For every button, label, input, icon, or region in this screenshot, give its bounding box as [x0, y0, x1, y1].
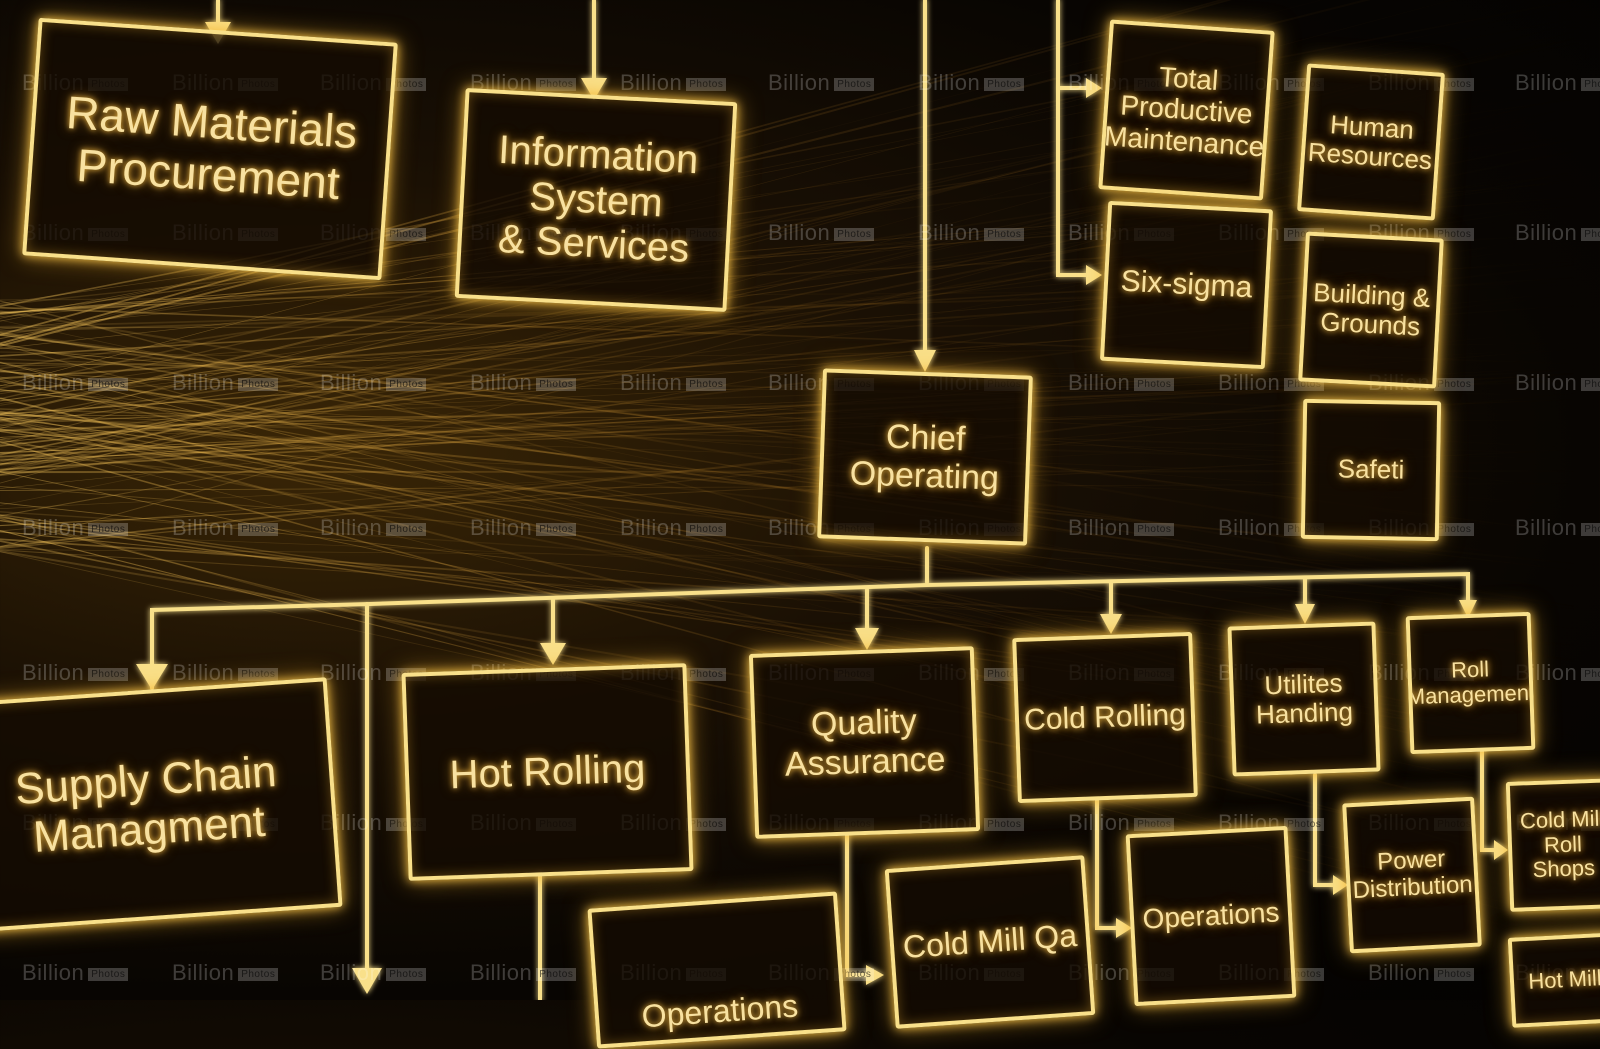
node-supply-chain-managment: Supply Chain Managment: [0, 677, 343, 933]
light-streak: [0, 343, 1600, 612]
light-streak: [0, 380, 1600, 668]
node-human-resources: Human Resources: [1297, 63, 1445, 221]
node-cold-rolling: Cold Rolling: [1012, 631, 1198, 804]
arrowhead: [581, 78, 607, 100]
light-streak: [0, 511, 1600, 616]
node-raw-materials-procurement: Raw Materials Procurement: [22, 17, 398, 281]
light-streak: [0, 384, 1600, 395]
node-building-grounds: Building & Grounds: [1298, 231, 1444, 389]
light-streak: [0, 370, 1600, 466]
node-hot-rolling: Hot Rolling: [401, 663, 694, 881]
connector-line: [1313, 773, 1340, 887]
light-streak: [0, 451, 1600, 598]
connector-line: [1056, 0, 1092, 277]
node-operations-bottom: Operations: [587, 891, 847, 1049]
node-quality-assurance: Quality Assurance: [748, 646, 981, 839]
connector-line: [1095, 798, 1124, 930]
light-streak: [0, 194, 1600, 315]
connector-line: [150, 571, 1470, 690]
node-chief-operating: Chief Operating: [817, 368, 1033, 546]
connector-line: [845, 833, 874, 977]
arrowhead: [1086, 78, 1102, 98]
arrowhead: [855, 628, 879, 650]
arrowhead: [1494, 840, 1508, 860]
node-safeti: Safeti: [1300, 398, 1442, 542]
node-information-system-services: Information System & Services: [454, 88, 738, 312]
node-hot-mill: Hot Mill: [1507, 932, 1600, 1028]
node-roll-management: Roll Management: [1405, 611, 1536, 755]
node-total-productive-maintenance: Total Productive Maintenance: [1098, 19, 1275, 201]
light-streak: [0, 428, 1600, 613]
arrowhead: [1333, 875, 1348, 895]
arrowhead: [1459, 600, 1477, 618]
arrowhead: [914, 350, 936, 372]
arrowhead: [1116, 918, 1132, 938]
arrowhead: [352, 968, 382, 994]
light-streak: [0, 410, 1600, 594]
light-streak: [0, 0, 1323, 345]
arrowhead: [1295, 604, 1315, 624]
node-power-distribution: Power Distribution: [1342, 796, 1482, 954]
light-streak: [0, 0, 1454, 387]
node-six-sigma: Six-sigma: [1099, 200, 1274, 370]
arrowhead: [1100, 614, 1122, 634]
light-streak: [0, 411, 1600, 567]
light-streak: [0, 166, 1600, 476]
node-utilites-handing: Utilites Handing: [1227, 621, 1381, 777]
node-cold-mill-qa: Cold Mill Qa: [884, 855, 1096, 1029]
node-cold-mill-roll-shops: Cold Mill Roll Shops: [1505, 778, 1600, 912]
node-operations-right: Operations: [1125, 825, 1297, 1007]
arrowhead: [866, 965, 884, 985]
arrowhead: [540, 643, 566, 665]
light-streak: [0, 389, 1600, 574]
arrowhead: [1086, 265, 1102, 285]
arrowhead: [136, 664, 168, 690]
light-streak: [0, 319, 1600, 664]
light-streak: [0, 331, 1600, 598]
